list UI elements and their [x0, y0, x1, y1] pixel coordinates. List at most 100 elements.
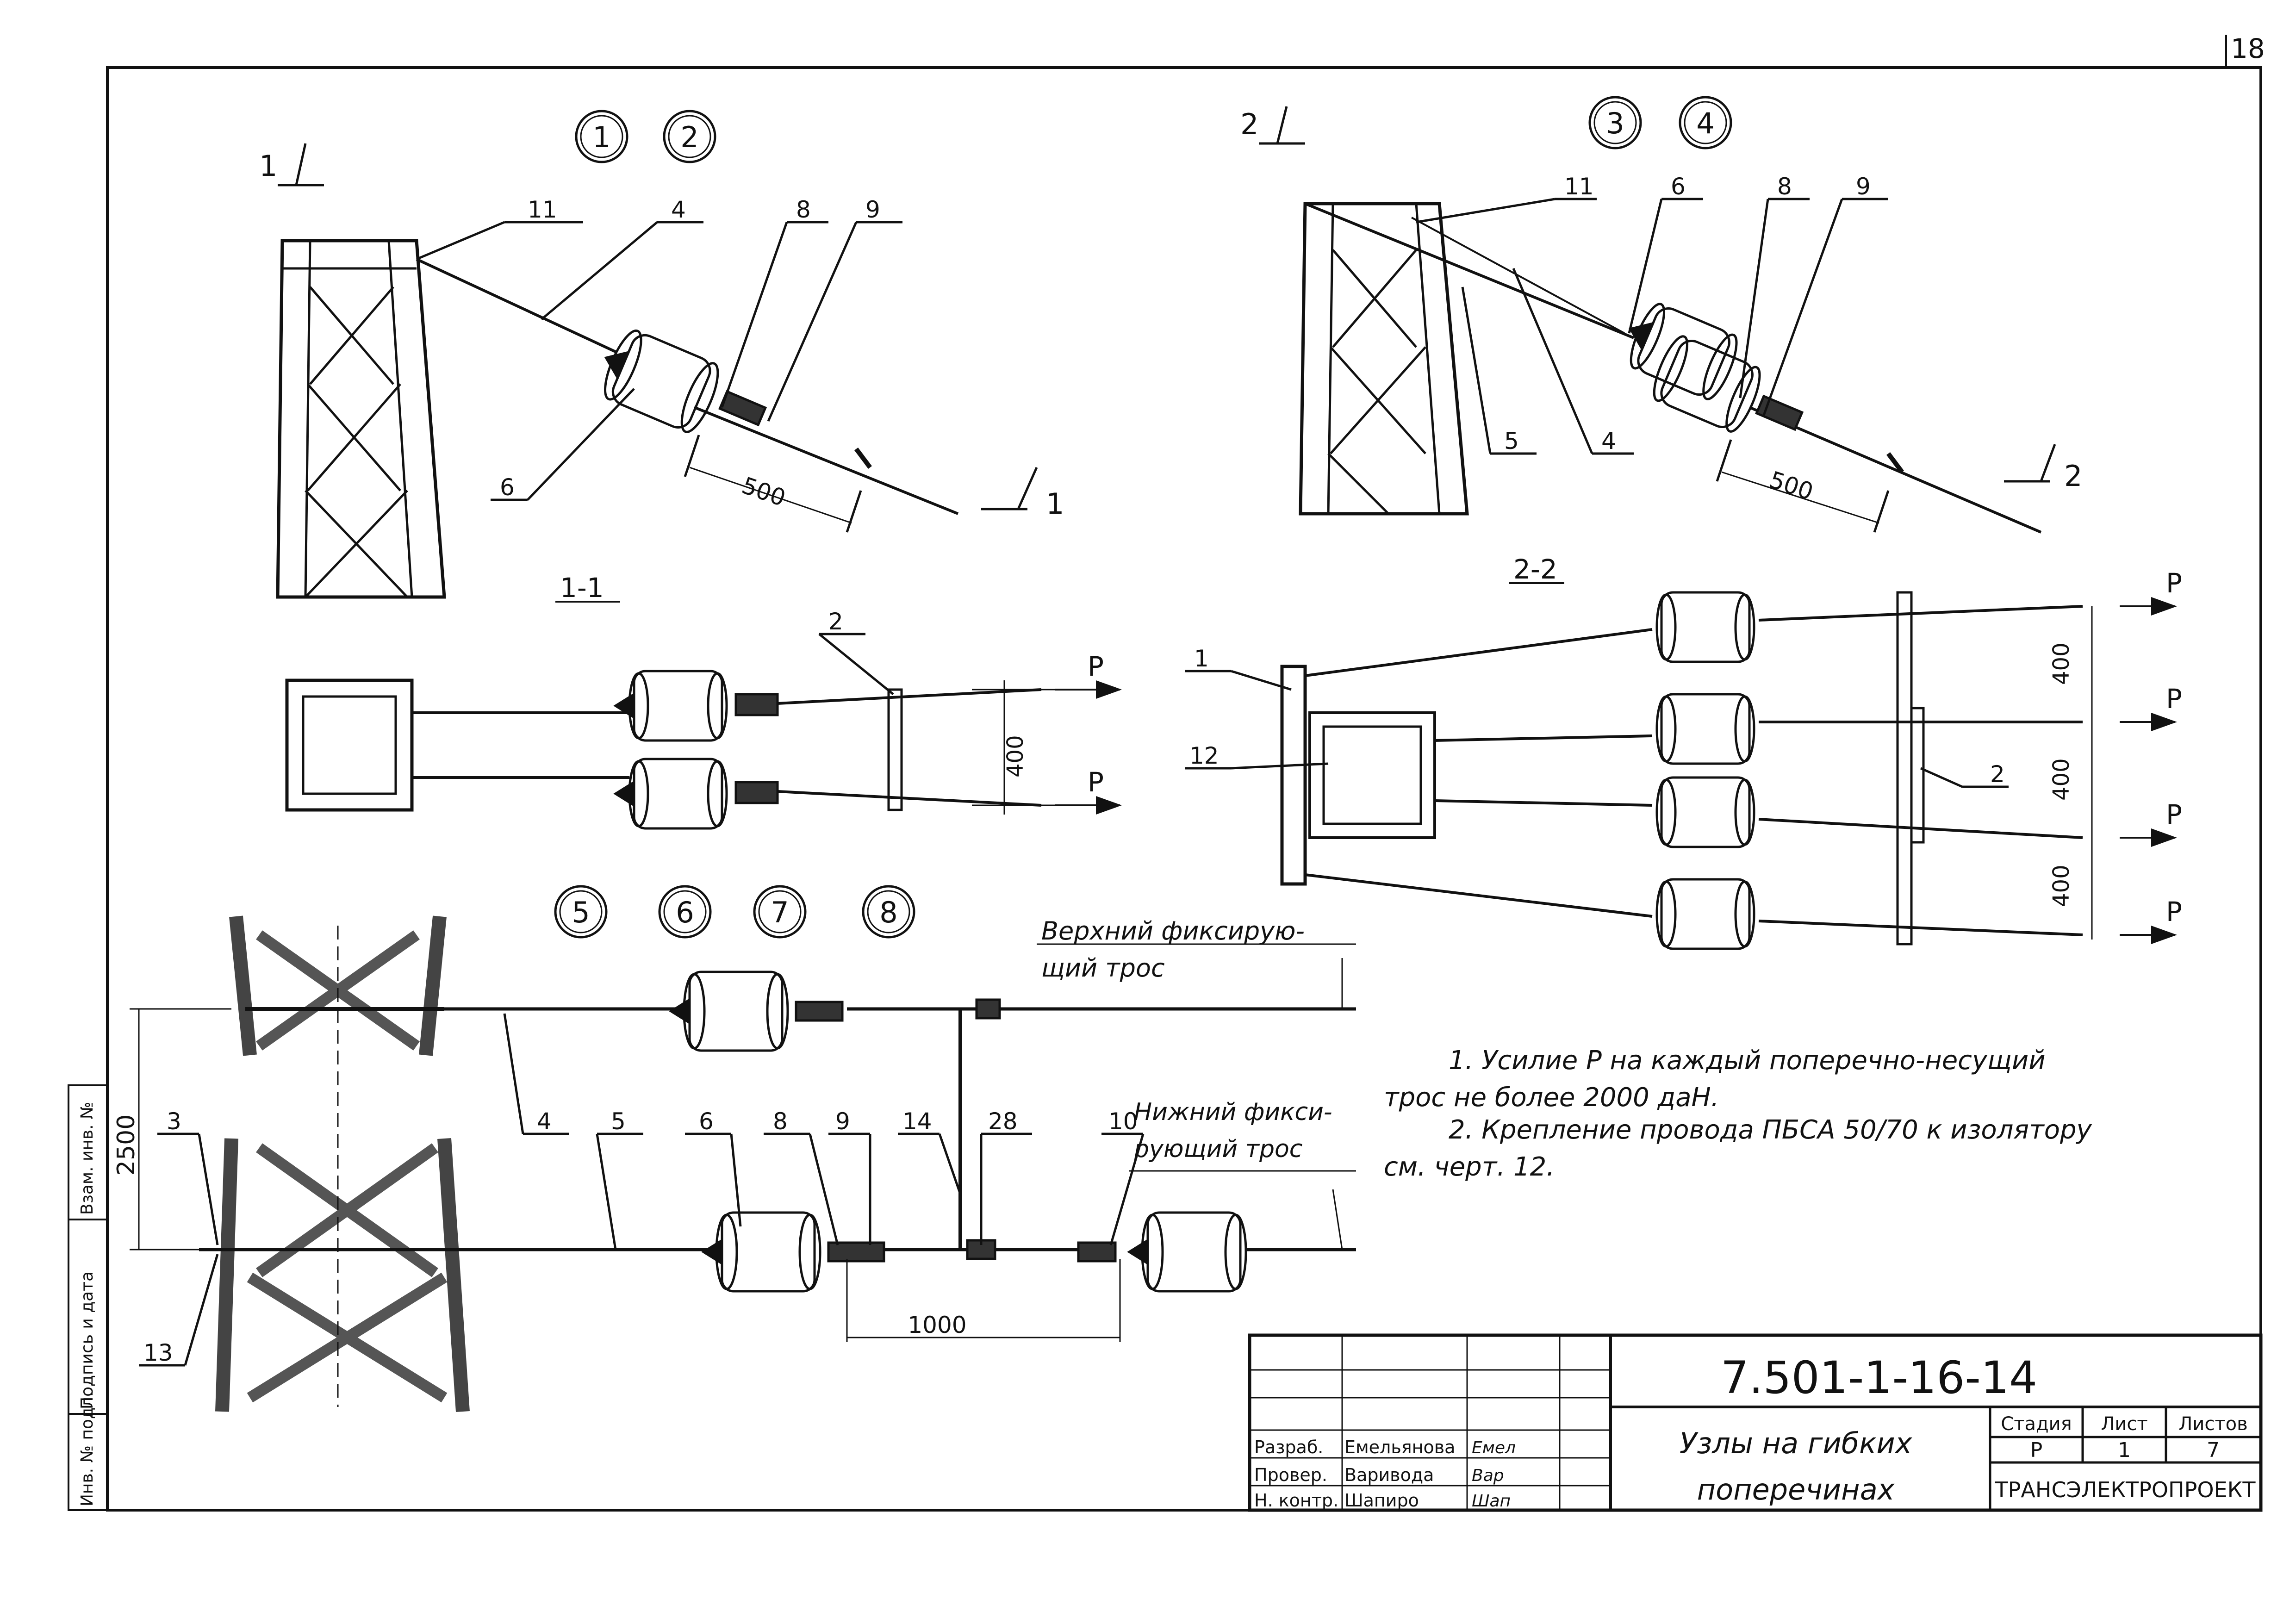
force-P-5: P [2166, 799, 2182, 830]
dim-400-s22-a: 400 [2048, 642, 2074, 685]
sign-2: Вар [1472, 1466, 1504, 1485]
force-P-4: P [2166, 683, 2182, 715]
note-1-line-2: трос не более 2000 даН. [1384, 1083, 1719, 1113]
part-28: 28 [988, 1108, 1018, 1135]
section-1-1 [285, 601, 1122, 830]
section-mark-1: 1 [259, 149, 277, 183]
part-9: 9 [865, 196, 880, 223]
doc-title-2: поперечинах [1697, 1473, 1895, 1506]
node-circle-4 [1679, 96, 1732, 149]
organization: ТРАНСЭЛЕКТРОПРОЕКТ [1995, 1477, 2256, 1502]
part-4: 4 [671, 196, 686, 223]
force-P-3: P [2166, 567, 2182, 599]
force-P-2: P [1088, 766, 1104, 798]
part-10: 10 [1108, 1108, 1138, 1135]
stage-header: Стадия [2001, 1413, 2072, 1435]
role-2: Провер. [1254, 1465, 1327, 1485]
title-block [1248, 1333, 2263, 1512]
part-3: 3 [167, 1108, 181, 1135]
role-1: Разраб. [1254, 1437, 1323, 1457]
part-4c: 4 [537, 1108, 552, 1135]
node-circle-2 [663, 110, 716, 163]
node-number-8: 8 [879, 896, 897, 929]
force-P-1: P [1088, 651, 1104, 682]
view2-labels: 3 4 2 2 11 6 8 9 5 4 500 [1240, 96, 2082, 505]
dim-2500: 2500 [112, 1114, 140, 1176]
view-nodes-3-4 [1259, 106, 2056, 534]
node-number-6: 6 [676, 896, 694, 929]
part-11b: 11 [1564, 173, 1594, 200]
node-number-4: 4 [1696, 106, 1714, 140]
node-number-1: 1 [592, 120, 610, 154]
section-mark-1-end: 1 [1046, 487, 1064, 521]
note-2-line-2: см. черт. 12. [1384, 1152, 1555, 1182]
part-9b: 9 [1856, 173, 1871, 200]
dim-1000: 1000 [908, 1312, 966, 1338]
part-8c: 8 [773, 1108, 788, 1135]
section-1-1-labels: 1-1 2 P P 400 [560, 572, 1104, 798]
node-circle-3 [1588, 96, 1642, 149]
part-5b: 5 [1504, 428, 1519, 454]
sign-3: Шап [1472, 1492, 1511, 1511]
dim-400-s22-c: 400 [2048, 865, 2074, 907]
part-1: 1 [1194, 645, 1209, 672]
node-circle-7 [753, 885, 807, 939]
part-6c: 6 [699, 1108, 714, 1135]
node-circle-1 [575, 110, 628, 163]
sheets-header: Листов [2178, 1413, 2247, 1435]
section-mark-2: 2 [1240, 107, 1258, 141]
name-3: Шапиро [1344, 1490, 1419, 1511]
node-circle-5 [554, 885, 608, 939]
part-4b: 4 [1601, 428, 1616, 454]
part-12: 12 [1189, 742, 1219, 769]
part-8: 8 [796, 196, 811, 223]
section-title-1-1: 1-1 [560, 572, 604, 604]
node-number-7: 7 [771, 896, 789, 929]
node-number-2: 2 [680, 120, 698, 154]
title-block-text: 7.501-1-16-14 Узлы на гибких поперечинах… [1254, 1352, 2256, 1511]
part-11: 11 [528, 196, 557, 223]
doc-code: 7.501-1-16-14 [1721, 1352, 2037, 1404]
part-8b: 8 [1777, 173, 1792, 200]
node-number-3: 3 [1606, 106, 1624, 140]
node-circle-8 [862, 885, 915, 939]
part-2: 2 [828, 608, 843, 635]
section-mark-2-end: 2 [2064, 459, 2082, 493]
part-13: 13 [143, 1339, 173, 1366]
side-stamp: Инв. № подл. Подпись и дата Взам. инв. № [68, 1084, 108, 1511]
part-5c: 5 [611, 1108, 626, 1135]
sheet-value: 1 [2118, 1438, 2131, 1462]
sheet-header: Лист [2101, 1413, 2147, 1435]
stamp-signature-date: Подпись и дата [78, 1271, 97, 1409]
role-3: Н. контр. [1254, 1490, 1338, 1511]
part-2b: 2 [1990, 761, 2005, 788]
sheets-value: 7 [2207, 1438, 2220, 1462]
dim-400-s11: 400 [1002, 735, 1028, 778]
lower-cable-label-1: Нижний фикси- [1134, 1098, 1332, 1126]
sign-1: Емел [1472, 1438, 1516, 1457]
view3-labels: 5 6 7 8 3 13 4 5 6 8 9 14 28 10 2500 100… [112, 885, 1332, 1366]
section-2-2-labels: 2-2 1 12 2 P P P P 400 400 400 [1189, 554, 2182, 927]
sheet-corner-number: 18 [2231, 33, 2265, 64]
part-6: 6 [500, 474, 515, 501]
stamp-replace-inv: Взам. инв. № [78, 1102, 97, 1215]
stamp-inv-orig: Инв. № подл. [78, 1392, 97, 1506]
dim-500-v1: 500 [739, 472, 789, 512]
note-2-line-1: 2. Крепление провода ПБСА 50/70 к изолят… [1449, 1115, 2092, 1145]
dim-500-v2: 500 [1766, 466, 1817, 505]
name-1: Емельянова [1344, 1437, 1455, 1457]
node-circle-6 [658, 885, 712, 939]
node-number-5: 5 [572, 896, 590, 929]
dim-400-s22-b: 400 [2048, 758, 2074, 801]
section-title-2-2: 2-2 [1513, 554, 1557, 585]
doc-title-1: Узлы на гибких [1680, 1426, 1913, 1460]
part-9c: 9 [835, 1108, 850, 1135]
upper-cable-label-1: Верхний фиксирую- [1041, 916, 1305, 946]
lower-cable-label-2: рующий трос [1133, 1135, 1302, 1163]
part-6b: 6 [1671, 173, 1686, 200]
view1-labels: 1 2 1 1 11 4 8 9 6 500 [259, 110, 1064, 521]
stage-value: Р [2030, 1438, 2043, 1462]
insulators-2-2 [1655, 591, 1755, 950]
note-1-line-1: 1. Усилие Р на каждый поперечно-несущий [1449, 1045, 2046, 1076]
